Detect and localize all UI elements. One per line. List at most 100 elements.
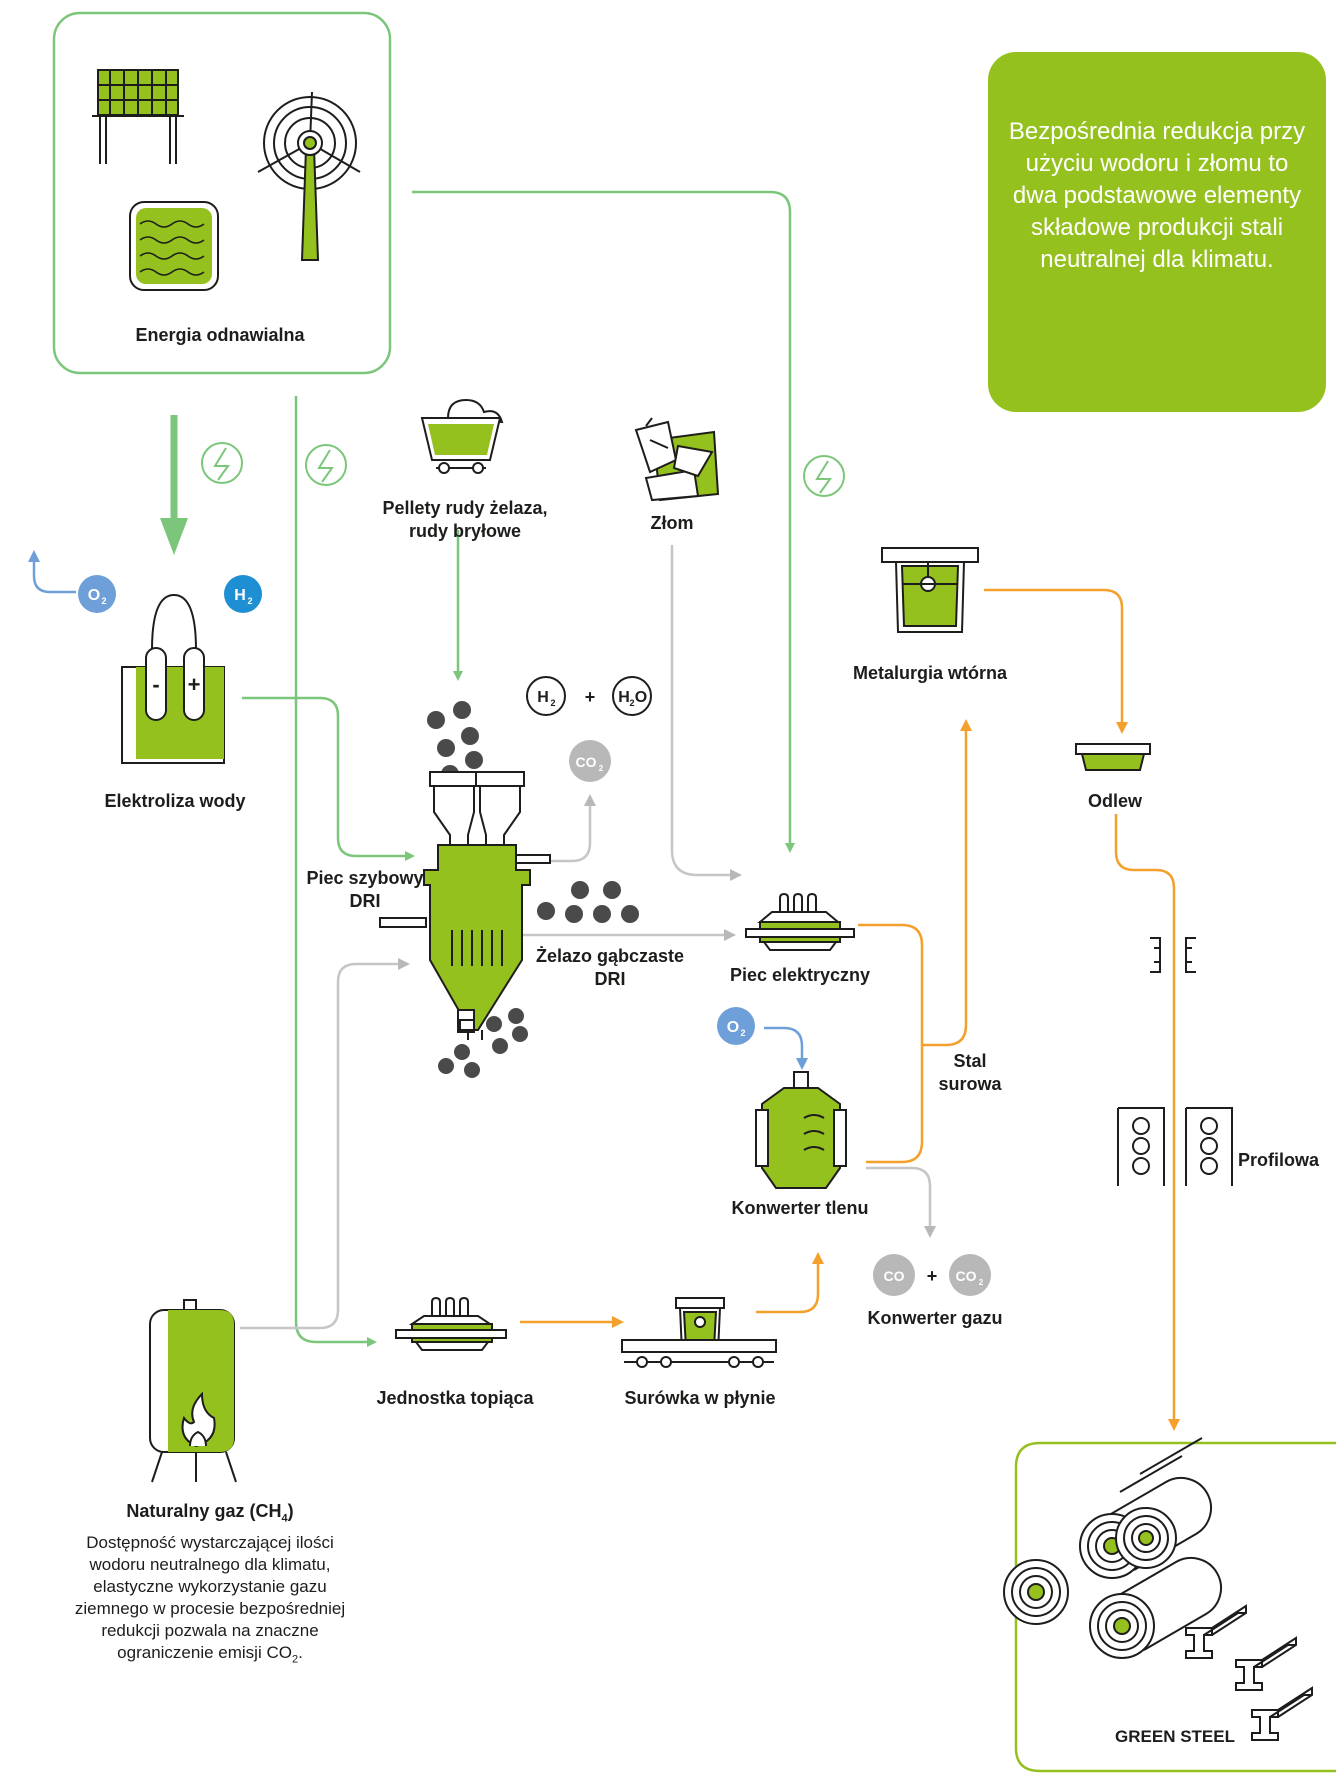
natural-gas-description: Dostępność wystarczającej ilości wodoru … [74,1532,346,1665]
green-flow-lines [242,190,795,1347]
renewable-energy-label: Energia odnawialna [135,325,305,345]
secondary-to-casting-line [984,588,1128,734]
h2-molecule: H 2 [526,676,566,716]
ore-label-line1: Pellety rudy żelaza, [382,498,548,518]
melting-unit-icon [395,1296,507,1351]
renewable-to-melting-line [294,396,377,1347]
molecule-plus: + [585,687,596,707]
scrap-label: Złom [650,513,694,533]
svg-text:2: 2 [740,1028,745,1038]
natural-gas-title: Naturalny gaz (CH4) [126,1501,294,1525]
svg-text:2: 2 [979,1278,984,1287]
steel-beams-icon [1185,1604,1313,1741]
svg-text:H: H [234,587,246,604]
electrolysis-minus: - [152,672,159,697]
big-energy-arrow [160,415,188,555]
scrap-to-furnace-line [670,545,742,881]
svg-text:CO: CO [956,1268,977,1284]
gas-converter-label: Konwerter gazu [867,1308,1003,1328]
natural-gas-block: Naturalny gaz (CH4) Dostępność wystarcza… [60,1500,360,1670]
furnace-to-crude-steel-line [858,923,924,1164]
svg-text:CO: CO [576,754,597,770]
electric-furnace-icon [745,892,855,951]
oxygen-converter-icon [755,1071,847,1189]
profile-label: Profilowa [1238,1150,1320,1170]
svg-text:O: O [635,689,647,706]
profile-rolling-icon [1117,1107,1233,1186]
orange-flow-lines [520,588,1180,1431]
electrolyzer-icon [121,593,225,764]
co-badge: CO [873,1254,915,1296]
h2o-molecule: H 2 O [612,676,652,716]
shaft-furnace-label: Piec szybowy DRI [290,867,440,913]
shaft-furnace-label-line1: Piec szybowy [306,868,424,888]
crude-steel-label: Stal surowa [930,1050,1010,1096]
gas-tank-icon [149,1299,237,1483]
secondary-metallurgy-label: Metalurgia wtórna [852,663,1008,683]
solar-panel-icon [92,69,184,164]
shaft-furnace-icon [379,771,551,1040]
svg-text:2: 2 [247,596,252,606]
sponge-iron-label-line1: Żelazo gąbczaste [535,946,685,966]
crude-steel-to-secondary-line [922,719,972,1047]
renewable-to-electric-furnace-line [412,190,795,853]
o2-to-converter-line [764,1026,808,1070]
svg-text:O: O [88,587,100,604]
wind-turbine-icon [257,91,361,261]
oxygen-converter-label: Konwerter tlenu [731,1198,869,1218]
svg-text:2: 2 [101,596,106,606]
renewable-energy-box [52,11,392,375]
svg-text:O: O [727,1019,739,1036]
svg-text:2: 2 [550,698,555,708]
energy-lightning-icon [803,455,845,497]
info-box-text: Bezpośrednia redukcja przy użyciu wodoru… [1008,118,1306,273]
ore-label-line2: rudy bryłowe [408,521,522,541]
ladle-icon [881,547,979,633]
roller-stand-icon [1150,937,1196,973]
ore-label: Pellety rudy żelaza, rudy bryłowe [360,497,570,543]
hot-metal-label: Surówka w płynie [624,1388,776,1408]
electrolysis-to-shaft-line [242,696,415,861]
crude-steel-label-line2: surowa [938,1074,1002,1094]
grey-flow-lines [240,545,936,1330]
green-steel-label: GREEN STEEL [1115,1727,1235,1746]
sponge-iron-label: Żelazo gąbczaste DRI [515,945,705,991]
casting-label: Odlew [1087,791,1142,811]
gas-plus: + [927,1266,938,1286]
svg-text:2: 2 [629,698,634,708]
electrolysis-plus: + [188,672,201,697]
gas-to-shaft-line [240,958,410,1330]
dri-pellets-bottom [438,1008,528,1078]
svg-text:2: 2 [599,764,604,773]
hot-metal-car-icon [621,1297,777,1368]
crude-steel-label-line1: Stal [953,1051,987,1071]
sponge-iron-label-line2: DRI [594,969,626,989]
steel-coils-icon [1003,1437,1223,1659]
hydro-water-icon [129,201,219,291]
co2-badge: CO 2 [569,740,611,782]
casting-to-green-steel-line [1114,814,1180,1431]
casting-mould-icon [1075,743,1151,771]
o2-badge: O 2 [78,575,116,613]
info-box: Bezpośrednia redukcja przy użyciu wodoru… [988,52,1326,412]
hot-metal-to-converter-line [756,1252,824,1314]
dri-pellets [537,881,639,923]
electric-furnace-label: Piec elektryczny [729,965,871,985]
ore-pellets [427,701,483,783]
blue-flow-lines [28,550,808,1070]
scrap-icon [634,417,720,502]
green-steel-box [1014,1441,1336,1773]
ore-cart-icon [420,398,504,474]
shaft-to-co2-line [546,794,596,863]
converter-to-gas-line [866,1166,936,1238]
h2-badge: H 2 [224,575,262,613]
energy-lightning-icon [305,444,347,486]
co2-gas-badge: CO 2 [949,1254,991,1296]
o2-release-line [28,550,76,594]
energy-lightning-icon [201,442,243,484]
electrolysis-label: Elektroliza wody [104,791,246,811]
svg-text:CO: CO [884,1268,905,1284]
svg-text:H: H [618,689,630,706]
melting-unit-label: Jednostka topiąca [376,1388,534,1408]
